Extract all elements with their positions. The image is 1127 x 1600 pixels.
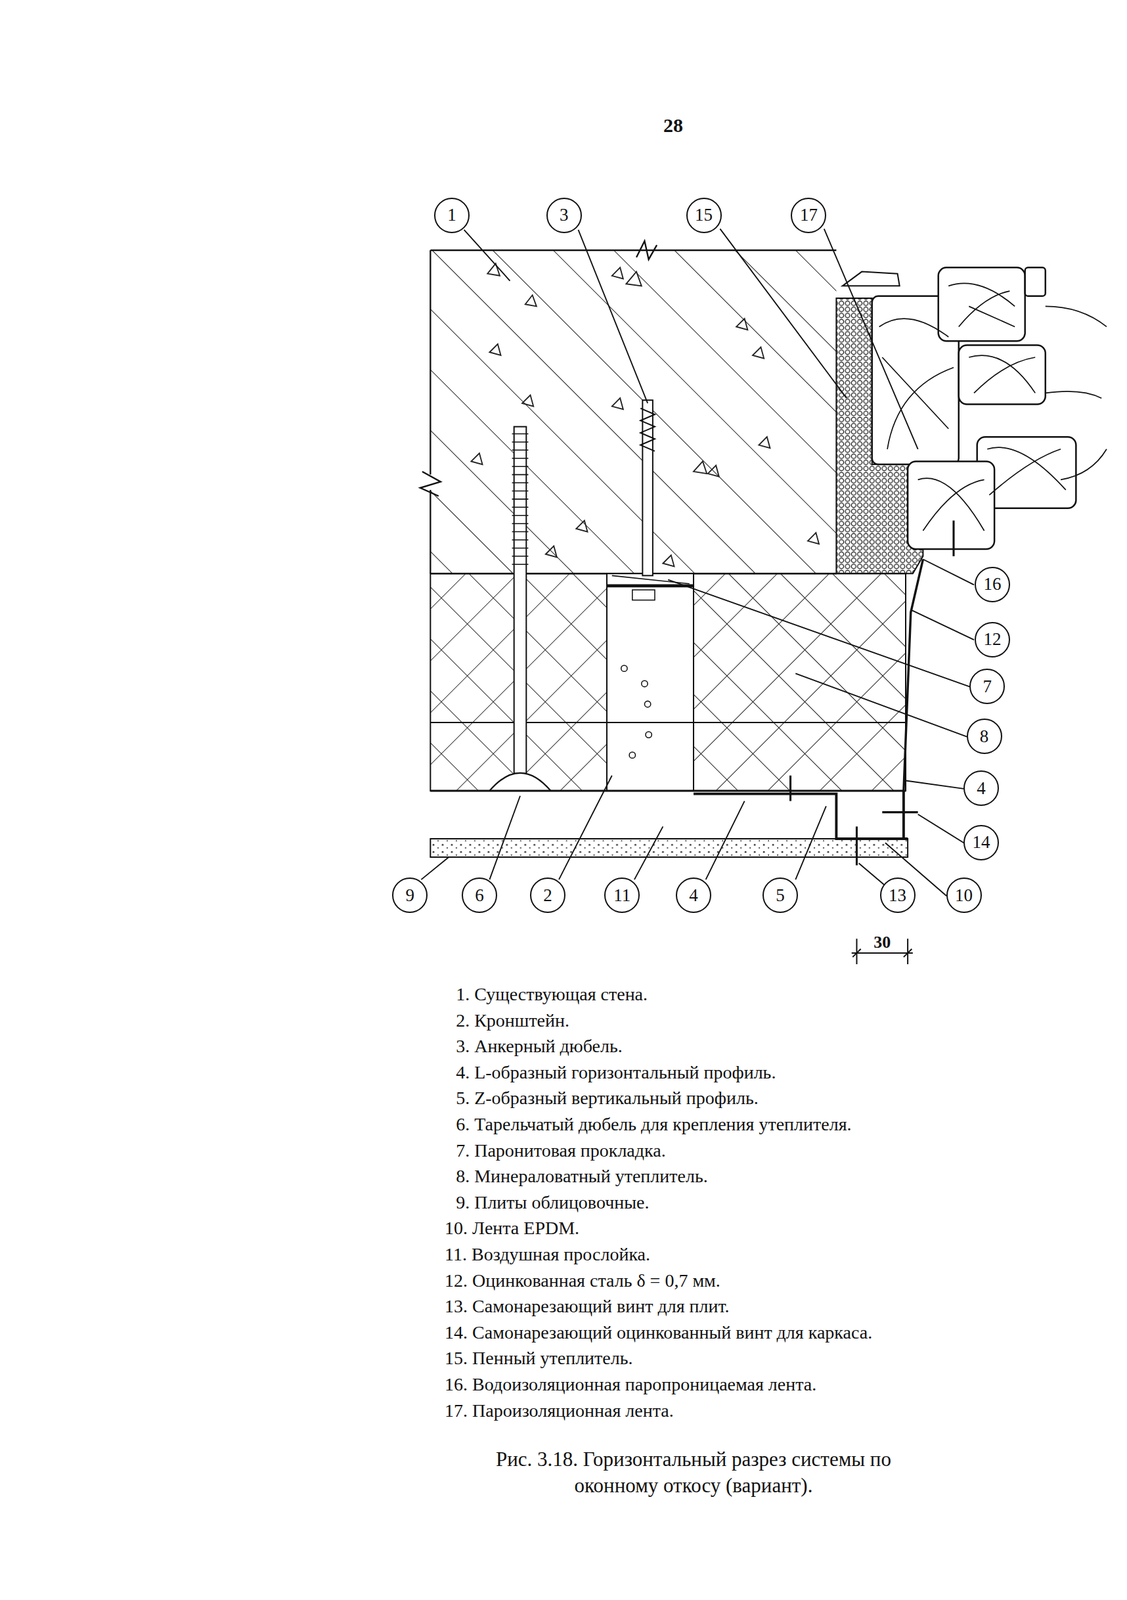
callout-circle: 15 <box>686 197 722 234</box>
legend-line: 7. Паронитовая прокладка. <box>455 1140 666 1162</box>
dimension-label: 30 <box>873 932 891 953</box>
callout-number: 4 <box>976 779 986 798</box>
callout-circle: 1 <box>434 197 470 234</box>
callout-number: 17 <box>799 206 818 224</box>
legend-line: 15. Пенный утеплитель. <box>444 1347 633 1369</box>
callout-number: 15 <box>694 206 713 224</box>
callout-number: 4 <box>688 886 699 905</box>
legend-line: 5. Z-образный вертикальный профиль. <box>455 1087 759 1109</box>
legend-line: 8. Минераловатный утеплитель. <box>455 1165 708 1187</box>
callout-number: 14 <box>972 833 990 852</box>
legend-line: 1. Существующая стена. <box>455 983 648 1005</box>
legend-line: 13. Самонарезающий винт для плит. <box>444 1295 730 1317</box>
callout-circle: 7 <box>969 668 1005 705</box>
figure-caption: Рис. 3.18. Горизонтальный разрез системы… <box>453 1446 934 1500</box>
page-number: 28 <box>663 114 684 138</box>
callout-circle: 14 <box>963 824 999 861</box>
legend-line: 14. Самонарезающий оцинкованный винт для… <box>444 1322 873 1344</box>
callout-circle: 4 <box>675 877 712 913</box>
callout-circle: 5 <box>762 877 798 913</box>
callout-circle: 13 <box>880 877 916 913</box>
legend-line: 17. Пароизоляционная лента. <box>444 1400 674 1422</box>
callout-circle: 17 <box>790 197 827 234</box>
callout-number: 12 <box>983 630 1002 649</box>
callout-number: 8 <box>979 727 990 746</box>
callout-circle: 2 <box>530 877 566 913</box>
callout-circle: 11 <box>604 877 640 913</box>
callout-circle: 10 <box>946 877 982 913</box>
callout-number: 16 <box>983 575 1002 594</box>
legend-line: 2. Кронштейн. <box>455 1010 570 1032</box>
callout-number: 7 <box>982 677 992 696</box>
legend-line: 11. Воздушная прослойка. <box>444 1243 651 1265</box>
callout-circle: 12 <box>974 621 1011 658</box>
legend-line: 3. Анкерный дюбель. <box>455 1035 623 1057</box>
callout-number: 1 <box>447 206 457 224</box>
callout-number: 2 <box>543 886 553 905</box>
callout-number: 13 <box>888 886 907 905</box>
callout-number: 10 <box>954 886 973 905</box>
legend-line: 9. Плиты облицовочные. <box>455 1192 649 1214</box>
callout-circle: 8 <box>966 718 1003 754</box>
legend-line: 10. Лента EPDM. <box>444 1217 580 1239</box>
callout-number: 3 <box>559 206 569 224</box>
callout-number: 6 <box>474 886 485 905</box>
callout-circle: 6 <box>461 877 498 913</box>
legend-line: 16. Водоизоляционная паропроницаемая лен… <box>444 1373 817 1395</box>
legend-line: 6. Тарельчатый дюбель для крепления утеп… <box>455 1113 852 1135</box>
callout-number: 11 <box>613 886 631 905</box>
callout-circle: 9 <box>392 877 428 913</box>
callout-circle: 3 <box>546 197 582 234</box>
callout-number: 9 <box>405 886 416 905</box>
legend-line: 4. L-образный горизонтальный профиль. <box>455 1061 776 1083</box>
legend-line: 12. Оцинкованная сталь δ = 0,7 мм. <box>444 1270 721 1292</box>
callout-number: 5 <box>775 886 785 905</box>
callout-circle: 16 <box>974 566 1011 603</box>
callout-circle: 4 <box>963 770 999 806</box>
